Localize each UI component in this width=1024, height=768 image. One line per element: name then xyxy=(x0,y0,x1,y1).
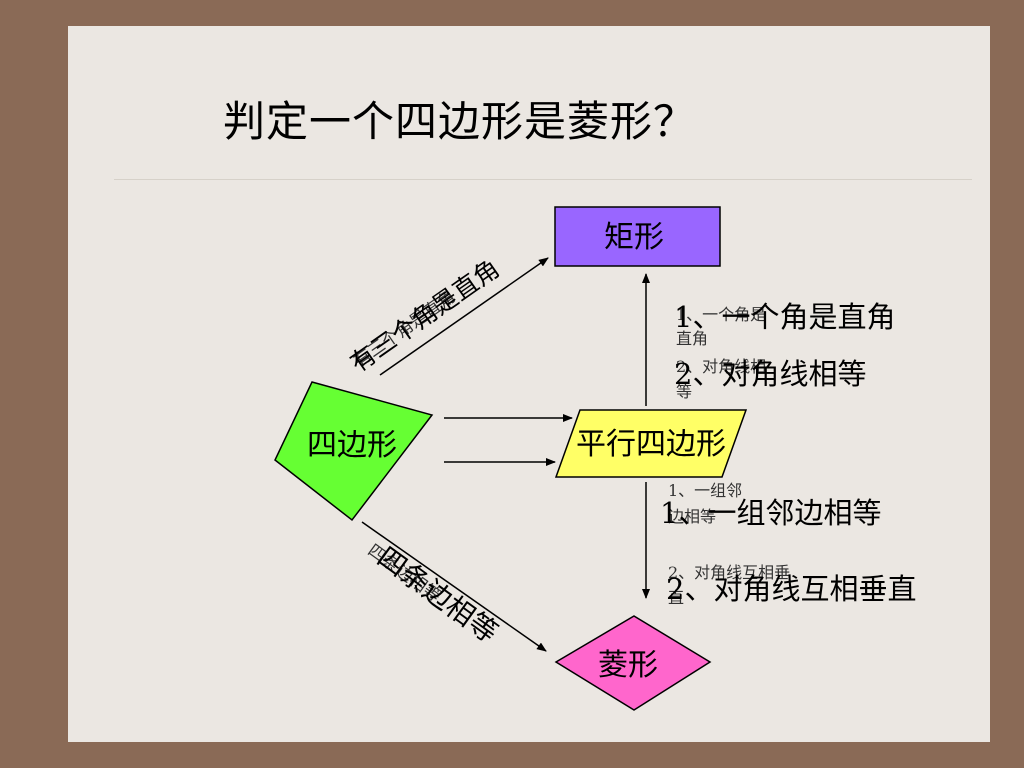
para-rhombus-condition-small-2: 边相等 xyxy=(668,507,716,526)
rhombus-label: 菱形 xyxy=(598,648,658,683)
para-rhombus-condition-small-4: 直 xyxy=(668,588,684,607)
para-rhombus-condition-small-1: 1、一组邻 xyxy=(668,481,742,500)
edge-label-three-right-angles: 有三个角是直角 xyxy=(345,254,505,378)
arrow-quad-to-rhombus xyxy=(361,521,547,652)
para-rect-condition-small-2: 直角 xyxy=(676,329,708,348)
title-divider xyxy=(114,179,972,180)
para-rhombus-condition-2: 2、对角线互相垂直 xyxy=(666,572,916,606)
para-rect-condition-2: 2、对角线相等 xyxy=(674,357,866,391)
slide-background: 判定一个四边形是菱形？ xyxy=(68,26,990,742)
rectangle-node xyxy=(554,206,721,267)
quadrilateral-node xyxy=(274,381,434,522)
para-rect-condition-small-4: 等 xyxy=(676,382,692,401)
quadrilateral-label: 四边形 xyxy=(307,428,397,463)
rhombus-node xyxy=(554,615,712,711)
para-rhombus-condition-1: 1、一组邻边相等 xyxy=(660,496,881,530)
page-title: 判定一个四边形是菱形？ xyxy=(223,97,697,146)
arrow-quad-to-rect xyxy=(379,257,549,376)
edge-label-four-equal-sides: 四条边相等 xyxy=(371,540,504,649)
para-rect-condition-1: 1、一个角是直角 xyxy=(674,300,895,334)
para-rect-condition-small-1: 1、一个角是 xyxy=(676,305,766,324)
para-rhombus-condition-small-3: 2、对角线互相垂 xyxy=(668,563,790,582)
parallelogram-label: 平行四边形 xyxy=(576,427,726,462)
rectangle-label: 矩形 xyxy=(604,220,664,255)
parallelogram-node xyxy=(554,409,748,478)
para-rect-condition-small-3: 2、对角线相 xyxy=(676,357,766,376)
